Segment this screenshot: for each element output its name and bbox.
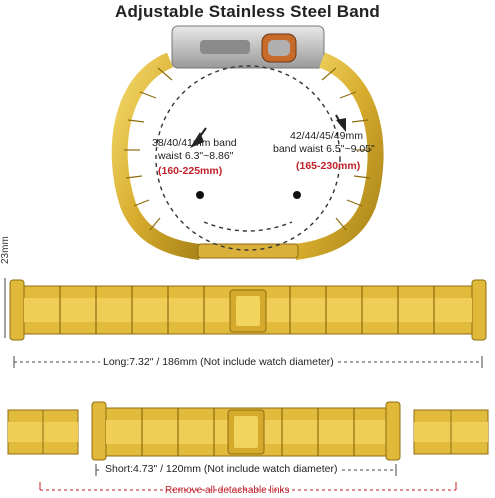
left-band-range: (160-225mm) — [158, 165, 223, 177]
right-band-sizes: 42/44/45/49mm — [290, 130, 363, 142]
dot-right — [293, 191, 301, 199]
dashed-circle — [155, 65, 341, 251]
remove-links-label: Remove all detachable links — [165, 485, 290, 496]
width-label: 23mm — [0, 236, 11, 264]
short-band-illustration — [7, 401, 489, 491]
dot-left — [196, 191, 204, 199]
long-band-illustration — [4, 278, 487, 368]
band-loop-illustration — [111, 25, 384, 260]
right-band-waist: band waist 6.5"~9.05" — [273, 143, 375, 155]
right-band-range: (165-230mm) — [296, 160, 361, 172]
page-title: Adjustable Stainless Steel Band — [114, 2, 381, 21]
long-length-label: Long:7.32" / 186mm (Not include watch di… — [100, 356, 337, 368]
watch-case-icon — [171, 25, 325, 69]
band-right-side — [293, 52, 384, 260]
band-left-side — [111, 52, 202, 260]
short-length-label: Short:4.73" / 120mm (Not include watch d… — [102, 463, 341, 475]
left-band-waist: waist 6.3"~8.86" — [158, 150, 234, 162]
left-band-sizes: 38/40/41mm band — [152, 137, 237, 149]
clasp-icon — [197, 243, 299, 259]
